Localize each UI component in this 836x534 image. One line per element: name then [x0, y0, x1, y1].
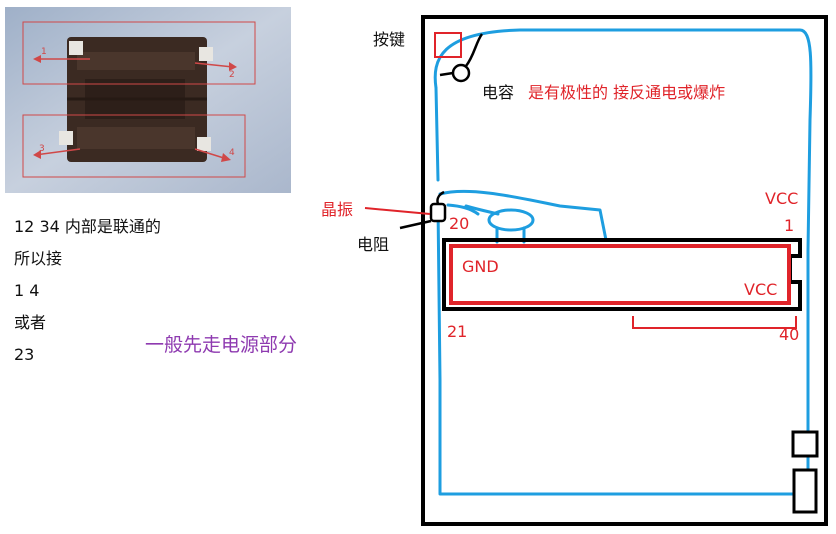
- wire-left-main: [436, 203, 798, 496]
- note-line-5: 23: [14, 345, 35, 364]
- label-pin-20: 20: [449, 214, 470, 233]
- component-lower: [792, 468, 818, 514]
- component-upper: [791, 430, 819, 458]
- label-gnd: GND: [462, 257, 499, 276]
- label-vcc-top: VCC: [765, 189, 799, 208]
- label-pin-21: 21: [447, 322, 468, 341]
- label-button: 按键: [373, 30, 406, 49]
- wire-to-crystal: [438, 189, 608, 242]
- photo-pin-1: 1: [41, 47, 47, 57]
- photo-pin-2: 2: [229, 70, 235, 80]
- resistor-symbol: [429, 202, 447, 223]
- label-crystal: 晶振: [321, 200, 354, 219]
- wire-power-bottom: [632, 316, 797, 329]
- button-photo: 1 2 3 4: [5, 7, 291, 193]
- wire-top: [433, 28, 813, 440]
- photo-pin-3: 3: [39, 144, 45, 154]
- chip-power-rail: [449, 244, 791, 305]
- label-pin-1: 1: [784, 216, 795, 235]
- wire-left-down: [434, 86, 440, 182]
- note-line-1: 12 34 内部是联通的: [14, 217, 161, 236]
- photo-pin-4: 4: [229, 148, 235, 158]
- button-symbol: [434, 32, 462, 58]
- capacitor-symbol: [451, 63, 471, 83]
- label-resistor: 电阻: [357, 235, 390, 254]
- label-vcc-inner: VCC: [744, 280, 778, 299]
- label-capacitor-warning: 是有极性的 接反通电或爆炸: [528, 83, 726, 102]
- note-line-3: 1 4: [14, 281, 40, 300]
- label-pin-40: 40: [779, 325, 800, 344]
- wire-pin20-riser: [446, 203, 480, 216]
- note-line-4: 或者: [14, 313, 47, 332]
- label-capacitor: 电容: [482, 83, 515, 102]
- tip-text: 一般先走电源部分: [145, 334, 298, 356]
- board-outline: [421, 15, 828, 526]
- crystal-symbol: [487, 208, 535, 232]
- note-line-2: 所以接: [14, 249, 63, 268]
